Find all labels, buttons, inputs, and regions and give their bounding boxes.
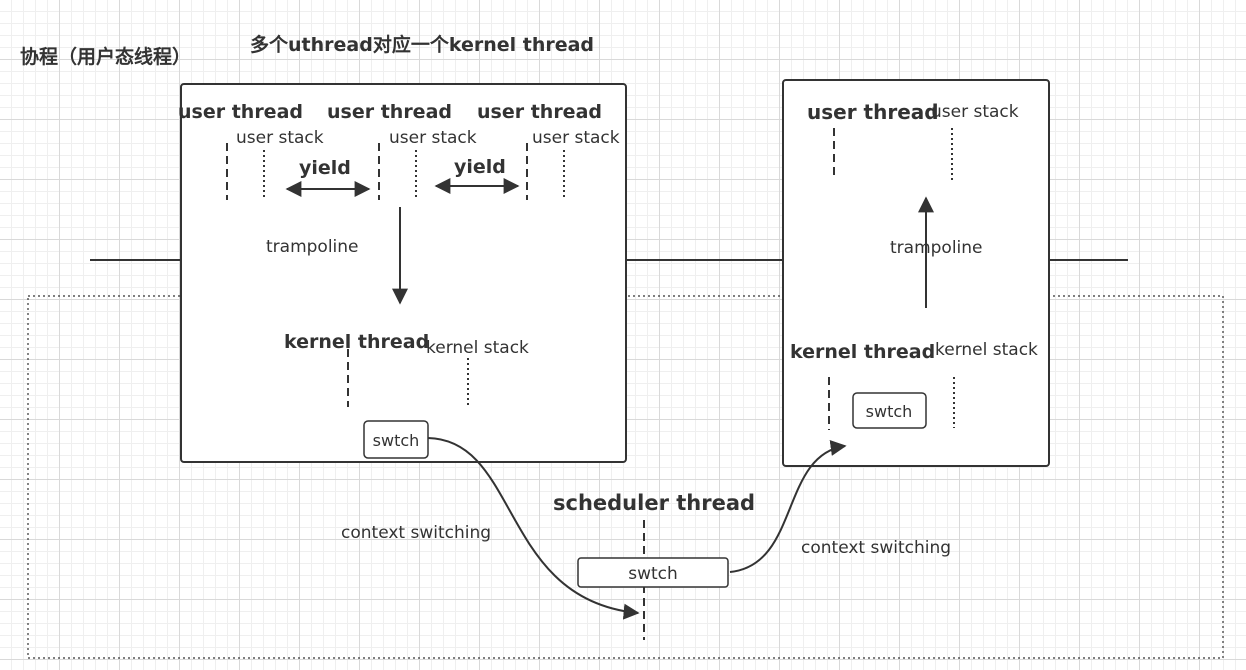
- right-trampoline-label: trampoline: [890, 238, 983, 258]
- left-user-stack-label-2: user stack: [389, 128, 477, 148]
- left-kernel-stack-label: kernel stack: [426, 338, 529, 358]
- diagram-subtitle: 多个uthread对应一个kernel thread: [250, 33, 594, 56]
- context-switch-curve-to-process: [729, 440, 847, 573]
- kernel-space-region: [27, 295, 1224, 659]
- right-switch-node: [852, 392, 927, 429]
- scheduler-group: scheduler thread swtch: [553, 491, 755, 640]
- left-switch-label: swtch: [373, 431, 420, 450]
- yield-label-2: yield: [454, 156, 506, 178]
- scheduler-thread-label: scheduler thread: [553, 491, 755, 515]
- right-user-thread-label: user thread: [807, 100, 939, 124]
- context-switch-curve-to-scheduler: [427, 437, 640, 620]
- diagram-title: 协程（用户态线程）: [20, 45, 191, 68]
- right-user-stack-label: user stack: [931, 102, 1019, 122]
- right-switch-label: swtch: [866, 402, 913, 421]
- left-switch-node: [363, 420, 429, 459]
- scheduler-switch-node: [577, 557, 729, 588]
- context-switching-right-label: context switching: [801, 538, 951, 558]
- right-kernel-stack-label: kernel stack: [935, 340, 1038, 360]
- left-user-stack-label-3: user stack: [532, 128, 620, 148]
- context-switching-left-label: context switching: [341, 523, 491, 543]
- scheduler-switch-label: swtch: [628, 564, 678, 584]
- left-user-thread-label-2: user thread: [327, 101, 452, 123]
- left-user-stack-label-1: user stack: [236, 128, 324, 148]
- left-kernel-thread-label: kernel thread: [284, 331, 429, 353]
- left-trampoline-label: trampoline: [266, 237, 359, 257]
- left-user-thread-label-1: user thread: [178, 101, 303, 123]
- right-box-frame: [782, 79, 1050, 467]
- right-kernel-thread-label: kernel thread: [790, 341, 935, 363]
- left-process-box: user thread user thread user thread user…: [178, 83, 627, 463]
- yield-label-1: yield: [299, 157, 351, 179]
- right-process-box: user thread user stack trampoline kernel…: [782, 79, 1050, 467]
- left-user-thread-label-3: user thread: [477, 101, 602, 123]
